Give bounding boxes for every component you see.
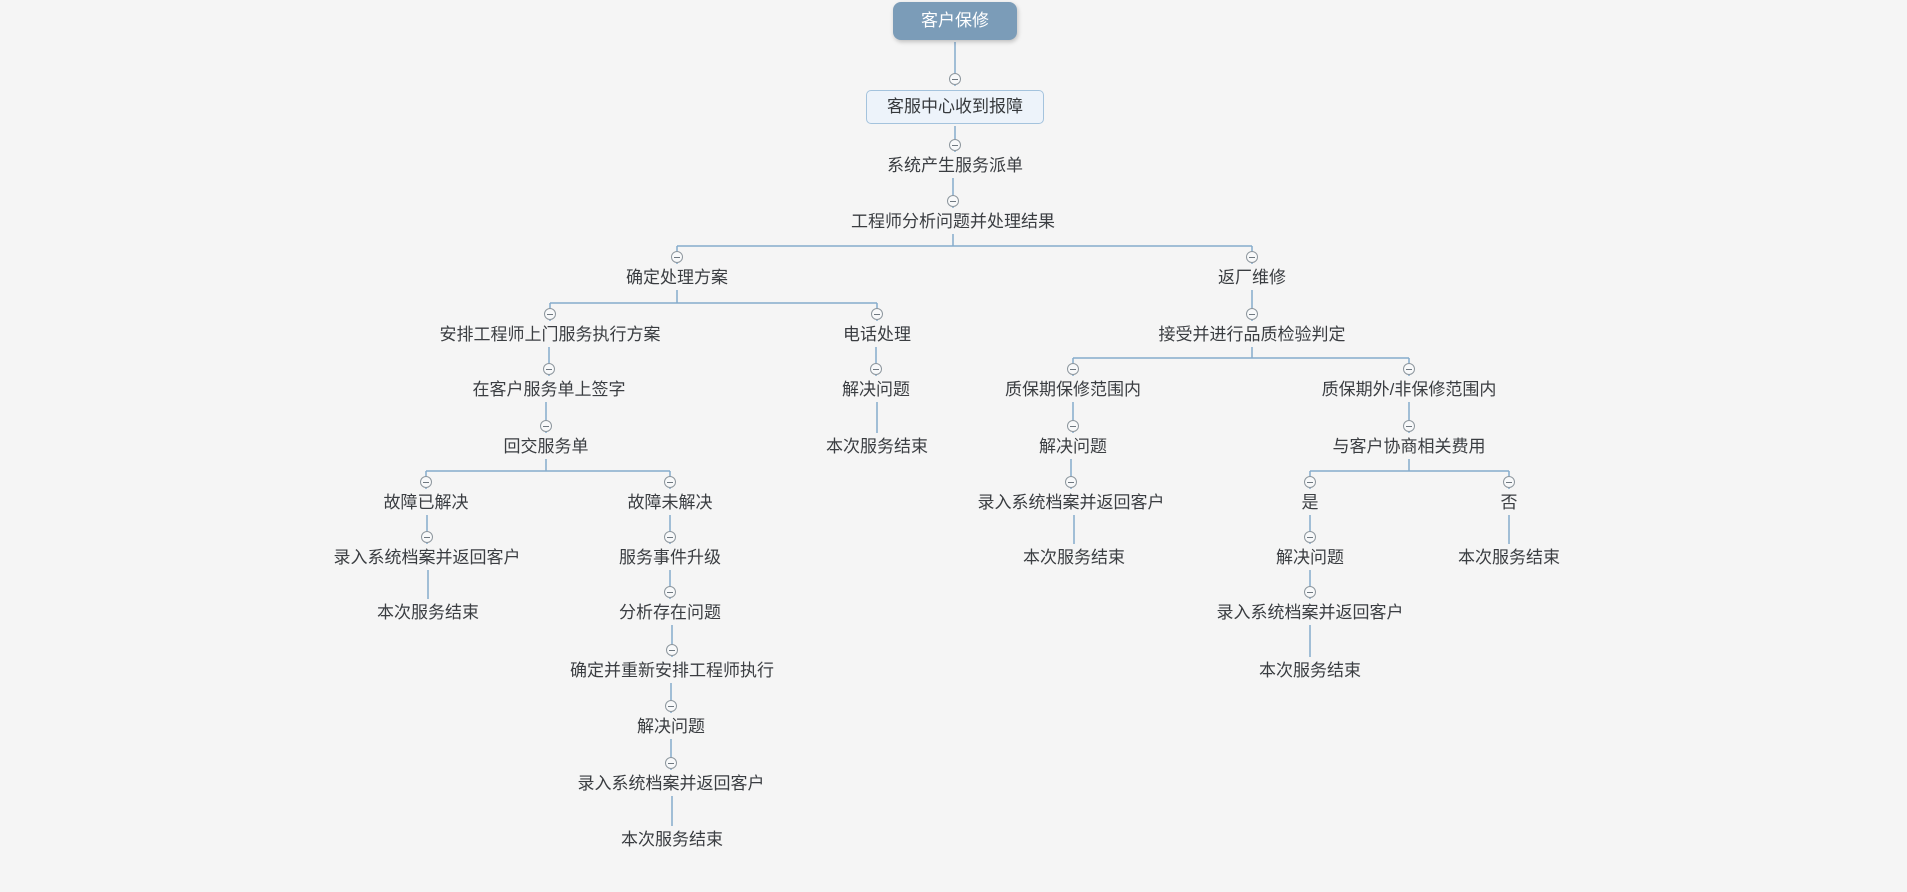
collapse-icon[interactable] [420, 476, 432, 488]
collapse-icon[interactable] [1067, 420, 1079, 432]
mindmap-node[interactable]: 质保期外/非保修范围内 [1321, 380, 1497, 399]
mindmap-node[interactable]: 质保期保修范围内 [1005, 380, 1141, 399]
mindmap-node[interactable]: 返厂维修 [1218, 268, 1286, 287]
mindmap-node[interactable]: 解决问题 [637, 717, 705, 736]
mindmap-node[interactable]: 是 [1301, 493, 1319, 512]
mindmap-node[interactable]: 否 [1500, 493, 1518, 512]
collapse-icon[interactable] [1304, 586, 1316, 598]
collapse-icon[interactable] [665, 700, 677, 712]
mindmap-node[interactable]: 故障已解决 [383, 493, 469, 512]
collapse-icon[interactable] [544, 308, 556, 320]
mindmap-node[interactable]: 录入系统档案并返回客户 [577, 774, 765, 793]
mindmap-node[interactable]: 录入系统档案并返回客户 [977, 493, 1165, 512]
mindmap-node[interactable]: 与客户协商相关费用 [1332, 437, 1486, 456]
mindmap-node[interactable]: 录入系统档案并返回客户 [333, 548, 521, 567]
mindmap-node[interactable]: 本次服务结束 [1458, 548, 1560, 567]
mindmap-node[interactable]: 解决问题 [842, 380, 910, 399]
mindmap-node[interactable]: 本次服务结束 [1259, 661, 1361, 680]
collapse-icon[interactable] [1503, 476, 1515, 488]
collapse-icon[interactable] [1067, 363, 1079, 375]
mindmap-node[interactable]: 确定处理方案 [626, 268, 728, 287]
mindmap-node[interactable]: 解决问题 [1039, 437, 1107, 456]
mindmap-node[interactable]: 本次服务结束 [826, 437, 928, 456]
collapse-icon[interactable] [664, 531, 676, 543]
mindmap-node[interactable]: 本次服务结束 [377, 603, 479, 622]
mindmap-node[interactable]: 在客户服务单上签字 [472, 380, 626, 399]
collapse-icon[interactable] [421, 531, 433, 543]
collapse-icon[interactable] [870, 363, 882, 375]
mindmap-node[interactable]: 本次服务结束 [1023, 548, 1125, 567]
collapse-icon[interactable] [1304, 476, 1316, 488]
mindmap-node[interactable]: 客户保修 [893, 2, 1017, 40]
mindmap-node[interactable]: 故障未解决 [627, 493, 713, 512]
mindmap-node[interactable]: 录入系统档案并返回客户 [1216, 603, 1404, 622]
mindmap-node[interactable]: 确定并重新安排工程师执行 [570, 661, 774, 680]
collapse-icon[interactable] [871, 308, 883, 320]
collapse-icon[interactable] [1246, 251, 1258, 263]
mindmap-node[interactable]: 安排工程师上门服务执行方案 [439, 325, 661, 344]
mindmap-node[interactable]: 系统产生服务派单 [887, 156, 1023, 175]
collapse-icon[interactable] [671, 251, 683, 263]
collapse-icon[interactable] [664, 586, 676, 598]
collapse-icon[interactable] [949, 139, 961, 151]
collapse-icon[interactable] [540, 420, 552, 432]
collapse-icon[interactable] [1403, 363, 1415, 375]
collapse-icon[interactable] [947, 195, 959, 207]
mindmap-node[interactable]: 分析存在问题 [619, 603, 721, 622]
collapse-icon[interactable] [666, 644, 678, 656]
collapse-icon[interactable] [543, 363, 555, 375]
collapse-icon[interactable] [1065, 476, 1077, 488]
mindmap-node[interactable]: 工程师分析问题并处理结果 [851, 212, 1055, 231]
mindmap-node[interactable]: 接受并进行品质检验判定 [1158, 325, 1346, 344]
mindmap-node[interactable]: 服务事件升级 [619, 548, 721, 567]
collapse-icon[interactable] [1304, 531, 1316, 543]
collapse-icon[interactable] [664, 476, 676, 488]
collapse-icon[interactable] [1403, 420, 1415, 432]
collapse-icon[interactable] [949, 73, 961, 85]
collapse-icon[interactable] [665, 757, 677, 769]
mindmap-node[interactable]: 客服中心收到报障 [866, 90, 1044, 124]
mindmap-node[interactable]: 本次服务结束 [621, 830, 723, 849]
mindmap-node[interactable]: 回交服务单 [503, 437, 589, 456]
mindmap-node[interactable]: 电话处理 [843, 325, 911, 344]
collapse-icon[interactable] [1246, 308, 1258, 320]
mindmap-node[interactable]: 解决问题 [1276, 548, 1344, 567]
